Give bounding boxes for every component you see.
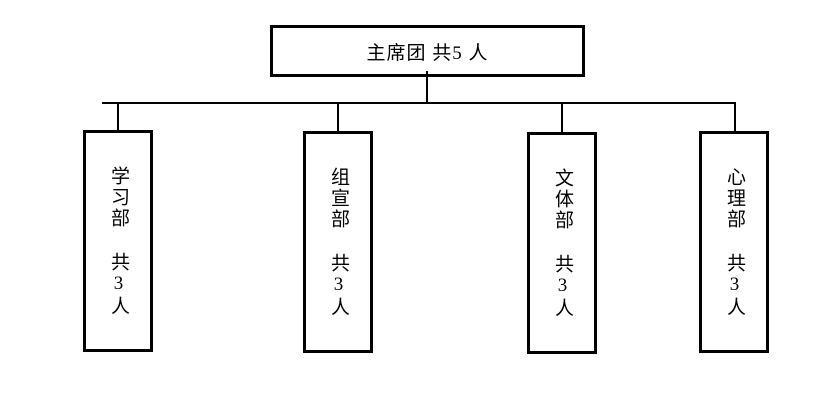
connector-stub-dept-2 — [337, 104, 339, 131]
org-node-culture-sports-dept-label: 文体部 共3人 — [551, 167, 573, 319]
org-node-psychology-dept-label: 心理部 共3人 — [723, 166, 745, 318]
connector-horizontal-line — [102, 102, 736, 104]
org-node-presidium-label: 主席团 共5 人 — [366, 42, 489, 64]
connector-stub-dept-3 — [561, 104, 563, 132]
org-node-organization-publicity-dept: 组宣部 共3人 — [303, 131, 373, 353]
connector-root-drop-line — [426, 71, 428, 102]
connector-stub-dept-1 — [117, 104, 119, 130]
org-node-presidium: 主席团 共5 人 — [270, 25, 585, 77]
org-node-organization-publicity-dept-label: 组宣部 共3人 — [327, 166, 349, 318]
org-node-psychology-dept: 心理部 共3人 — [699, 131, 769, 353]
connector-stub-dept-4 — [734, 104, 736, 131]
org-node-study-dept: 学习部 共3人 — [83, 130, 153, 352]
org-node-culture-sports-dept: 文体部 共3人 — [527, 132, 597, 354]
org-node-study-dept-label: 学习部 共3人 — [107, 165, 129, 317]
